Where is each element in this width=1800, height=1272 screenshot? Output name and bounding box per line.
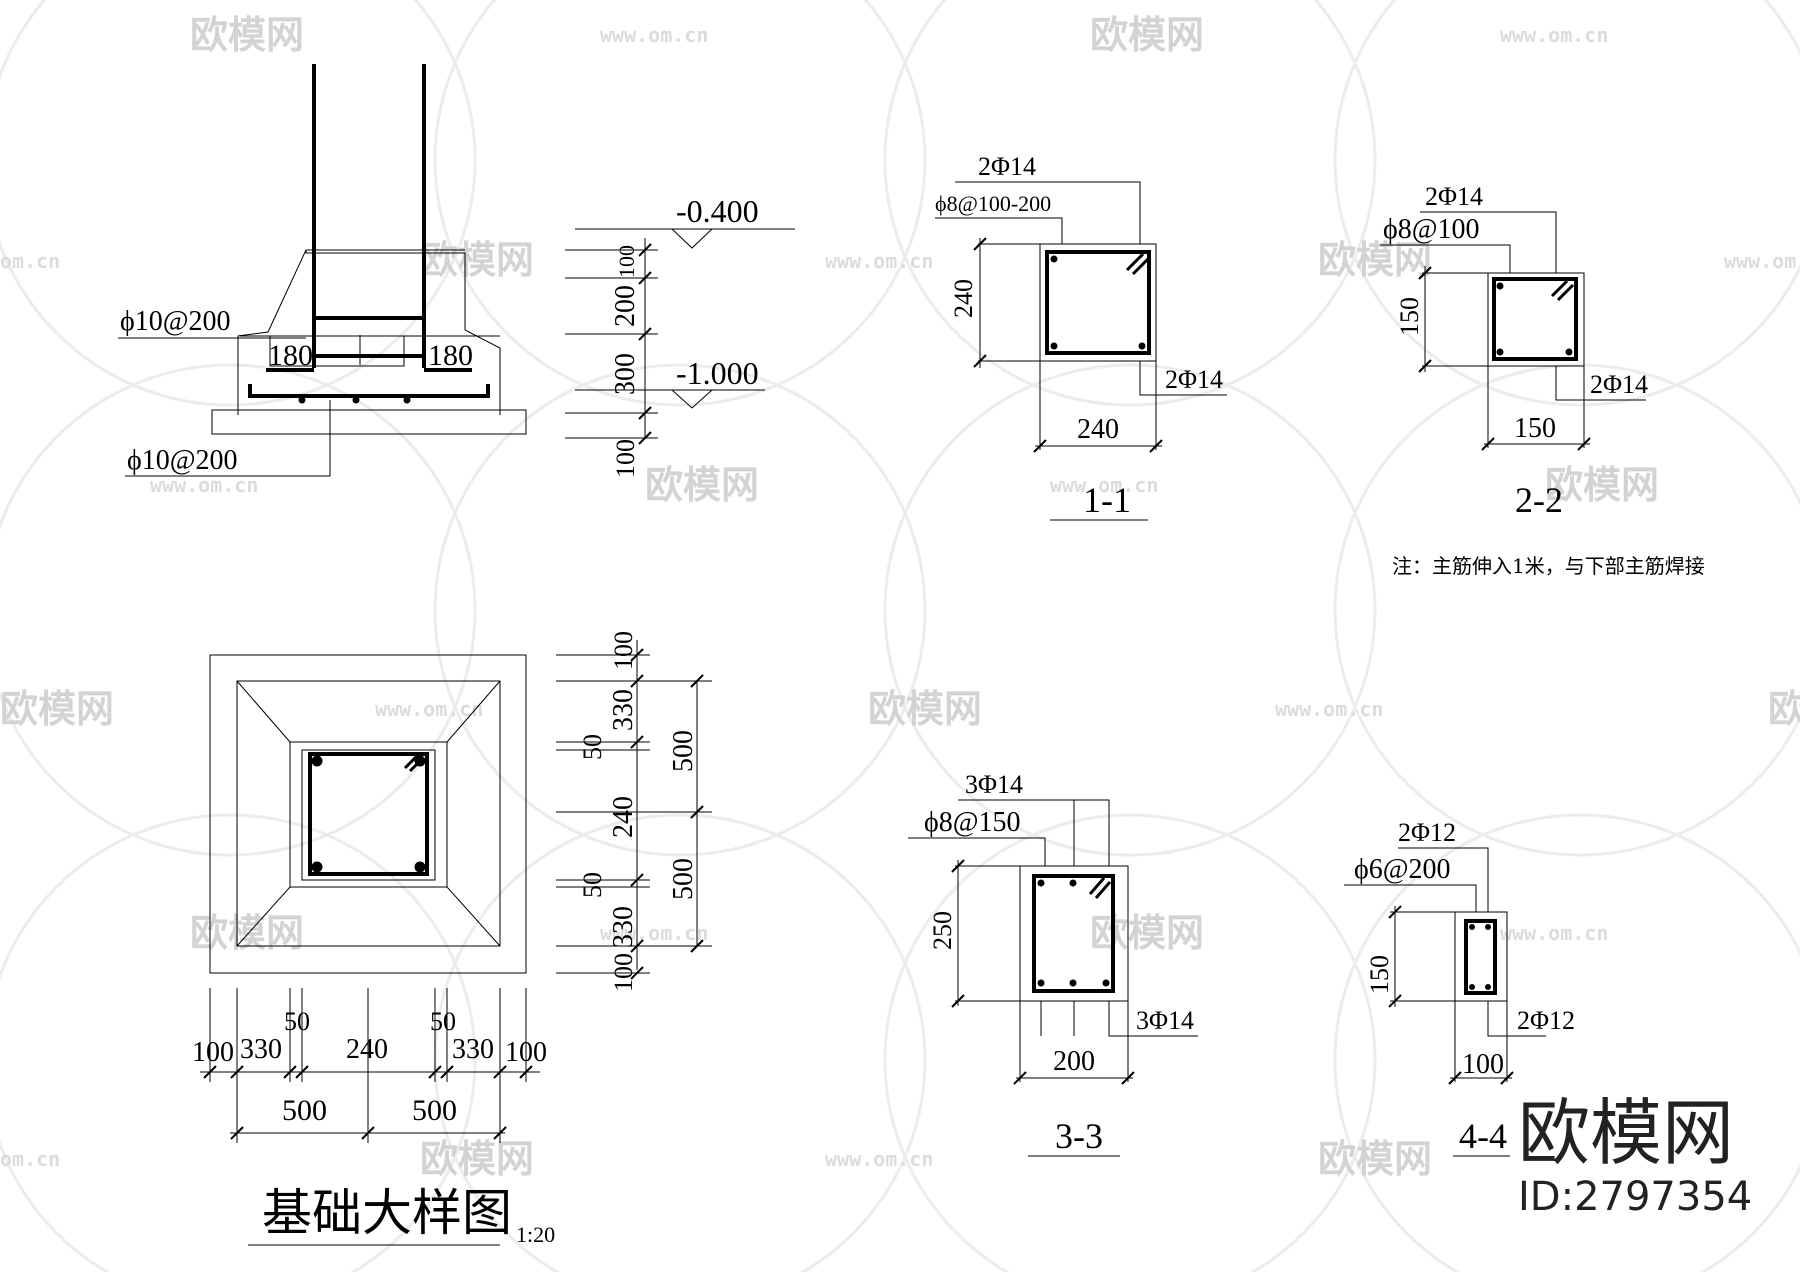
watermark-brand: 欧模网 bbox=[868, 687, 982, 731]
section-4-4-bottom-bar: 2Φ12 bbox=[1517, 1006, 1575, 1035]
section-3-3-width: 200 bbox=[1053, 1046, 1095, 1077]
brand-id: ID:2797354 bbox=[1518, 1174, 1752, 1220]
plan-dim-h: 330 bbox=[240, 1034, 282, 1065]
watermark-url: www.om.cn bbox=[1050, 473, 1158, 497]
drawing-title: 基础大样图 bbox=[262, 1184, 512, 1242]
plan-dim-h: 100 bbox=[505, 1037, 547, 1068]
section-3-3-top-bar: 3Φ14 bbox=[965, 770, 1023, 799]
watermark-brand: 欧模网 bbox=[1090, 911, 1204, 955]
rebar-label-top: ϕ10@200 bbox=[120, 306, 231, 337]
elevation-dim: 100 bbox=[614, 245, 639, 278]
section-2-2-width: 150 bbox=[1514, 413, 1556, 444]
foundation-plan bbox=[209, 654, 527, 974]
watermark-url: www.om.cn bbox=[600, 921, 708, 945]
section-1-1-height: 240 bbox=[949, 279, 978, 318]
section-2-2-id: 2-2 bbox=[1515, 480, 1563, 520]
plan-dim-v: 50 bbox=[578, 734, 607, 760]
section-1-1-top-bar: 2Φ14 bbox=[978, 152, 1036, 181]
watermark-brand: 欧模网 bbox=[0, 687, 114, 731]
watermark-url: www.om.cn bbox=[150, 473, 258, 497]
level-top: -0.400 bbox=[676, 193, 759, 229]
watermark-url: www.om.cn bbox=[1275, 697, 1383, 721]
watermark-brand: 欧模网 bbox=[1318, 1137, 1432, 1181]
plan-dim-h-total: 500 bbox=[282, 1094, 327, 1127]
section-1-1-width: 240 bbox=[1077, 414, 1119, 445]
watermark-url: www.om.cn bbox=[825, 1147, 933, 1171]
plan-dim-v-total: 500 bbox=[668, 730, 699, 772]
plan-dim-h: 50 bbox=[430, 1007, 456, 1036]
watermark-brand: 欧模网 bbox=[1545, 463, 1659, 507]
section-3-3-id: 3-3 bbox=[1055, 1116, 1103, 1156]
watermark-brand: 欧模网 bbox=[190, 911, 304, 955]
watermark-url: www.om.cn bbox=[1724, 249, 1800, 273]
watermark-url: om.cn bbox=[0, 249, 60, 273]
watermark-url: www.om.cn bbox=[1500, 921, 1608, 945]
plan-dim-h: 100 bbox=[192, 1037, 234, 1068]
section-4-4 bbox=[1344, 847, 1546, 1157]
section-2-2 bbox=[1380, 211, 1646, 451]
plan-dim-h: 330 bbox=[452, 1034, 494, 1065]
section-4-4-id: 4-4 bbox=[1459, 1116, 1507, 1156]
section-1-1-stirrup: ϕ8@100-200 bbox=[935, 191, 1051, 216]
section-1-1-bottom-bar: 2Φ14 bbox=[1165, 365, 1223, 394]
section-2-2-bottom-bar: 2Φ14 bbox=[1590, 370, 1648, 399]
general-note: 注：主筋伸入1米，与下部主筋焊接 bbox=[1392, 554, 1705, 578]
plan-dim-v-total: 500 bbox=[668, 858, 699, 900]
section-2-2-top-bar: 2Φ14 bbox=[1425, 182, 1483, 211]
watermark-text-layer: 欧模网 www.om.cn 欧模网 www.om.cn om.cn 欧模网 ww… bbox=[0, 13, 1800, 1181]
section-2-2-stirrup: ϕ8@100 bbox=[1383, 214, 1480, 245]
section-4-4-height: 150 bbox=[1365, 955, 1394, 994]
elevation-dim: 100 bbox=[611, 439, 640, 478]
watermark-url: www.om.cn bbox=[375, 697, 483, 721]
plan-dim-h: 240 bbox=[346, 1034, 388, 1065]
plan-dim-v: 330 bbox=[608, 689, 639, 731]
section-3-3 bbox=[908, 799, 1198, 1157]
section-4-4-width: 100 bbox=[1462, 1049, 1504, 1080]
watermark-brand: 欧模网 bbox=[645, 463, 759, 507]
watermark-url: www.om.cn bbox=[600, 23, 708, 47]
plan-dim-v: 100 bbox=[609, 953, 638, 992]
elevation-dim: 200 bbox=[610, 285, 641, 327]
watermark-url: om.cn bbox=[0, 1147, 60, 1171]
plan-dim-h: 50 bbox=[284, 1007, 310, 1036]
offset-label-left: 180 bbox=[268, 339, 313, 372]
section-3-3-stirrup: ϕ8@150 bbox=[924, 807, 1021, 838]
elevation-dim: 300 bbox=[610, 353, 641, 395]
section-4-4-top-bar: 2Φ12 bbox=[1398, 818, 1456, 847]
level-markers bbox=[575, 228, 795, 409]
plan-dim-v: 330 bbox=[608, 906, 639, 948]
plan-dim-v: 100 bbox=[609, 631, 638, 670]
watermark-brand: 欧模网 bbox=[420, 238, 534, 282]
plan-horizontal-dimensions bbox=[200, 988, 540, 1143]
brand-name: 欧模网 bbox=[1518, 1091, 1734, 1175]
drawing-scale: 1:20 bbox=[516, 1222, 555, 1247]
plan-vertical-dimensions bbox=[556, 640, 712, 980]
plan-dim-v: 240 bbox=[608, 796, 639, 838]
section-1-1 bbox=[935, 181, 1227, 521]
plan-dim-v: 50 bbox=[578, 872, 607, 898]
offset-label-right: 180 bbox=[428, 339, 473, 372]
elevation-dimension-chain bbox=[565, 238, 658, 445]
section-3-3-height: 250 bbox=[928, 911, 957, 950]
watermark-url: www.om.cn bbox=[1500, 23, 1608, 47]
level-bottom: -1.000 bbox=[676, 355, 759, 391]
watermark-brand: 欧模网 bbox=[420, 1137, 534, 1181]
section-1-1-id: 1-1 bbox=[1083, 480, 1131, 520]
foundation-elevation bbox=[118, 64, 527, 477]
watermark-brand: 欧模网 bbox=[190, 13, 304, 57]
plan-dim-h-total: 500 bbox=[412, 1094, 457, 1127]
watermark-brand: 欧模网 bbox=[1768, 687, 1800, 731]
section-2-2-height: 150 bbox=[1395, 297, 1424, 336]
watermark-url: www.om.cn bbox=[825, 249, 933, 273]
section-3-3-bottom-bar: 3Φ14 bbox=[1136, 1006, 1194, 1035]
section-4-4-stirrup: ϕ6@200 bbox=[1354, 854, 1451, 885]
watermark-brand: 欧模网 bbox=[1090, 13, 1204, 57]
rebar-label-bottom: ϕ10@200 bbox=[127, 445, 238, 476]
